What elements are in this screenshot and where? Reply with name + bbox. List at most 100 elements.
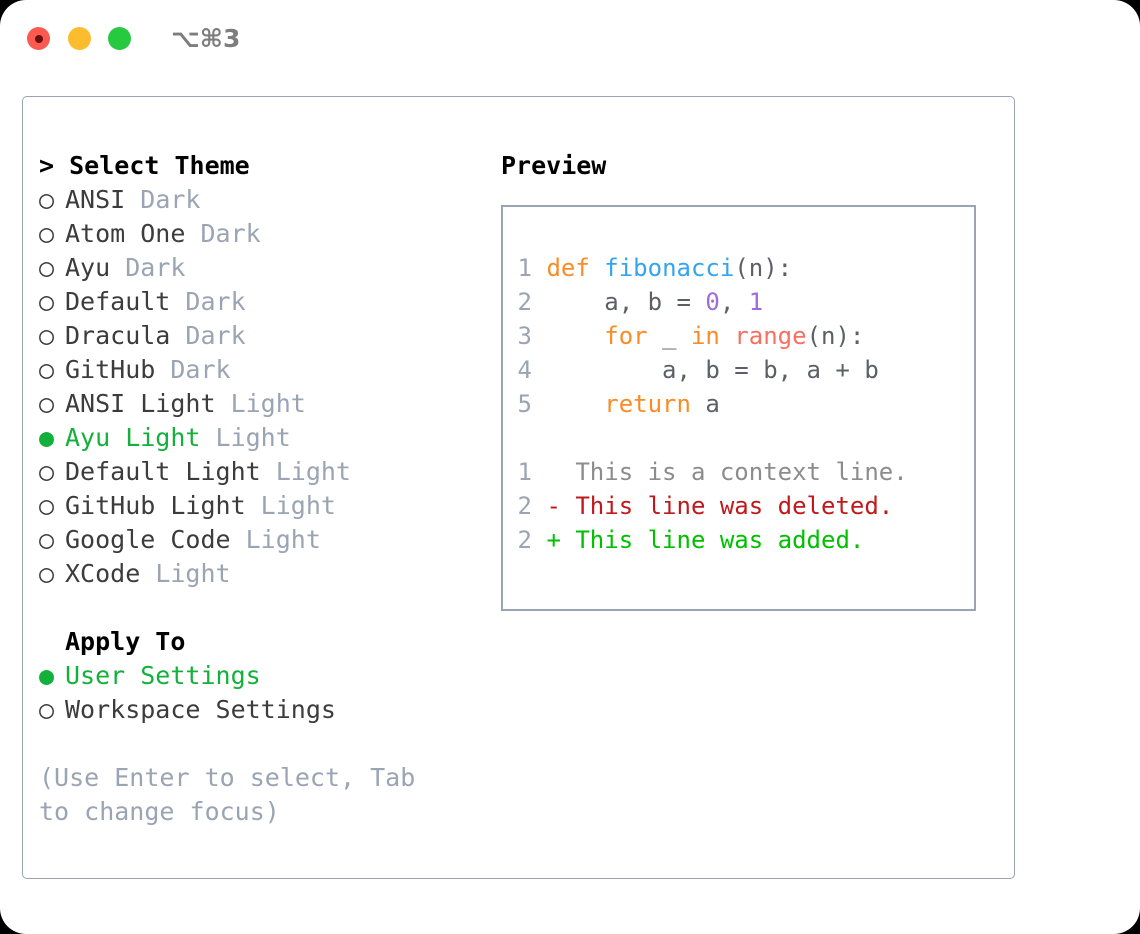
radio-unselected-icon[interactable]: ○ (39, 253, 55, 282)
title-bar: ⌥⌘3 (0, 0, 1140, 78)
line-number: 2 (517, 492, 532, 520)
theme-item[interactable]: ○ ANSI Light Light (39, 387, 479, 421)
select-theme-heading: > Select Theme (39, 149, 479, 183)
apply-to-item[interactable]: ●User Settings (39, 659, 479, 693)
theme-item-kind: Dark (185, 287, 246, 316)
theme-item-label: Ayu (65, 253, 126, 282)
diff-text: This line was deleted. (575, 492, 894, 520)
code-token: a, b = (532, 288, 706, 316)
theme-item-kind: Light (230, 389, 306, 418)
radio-unselected-icon[interactable]: ○ (39, 559, 55, 588)
radio-unselected-icon[interactable]: ○ (39, 219, 55, 248)
diff-line: 2 + This line was added. (517, 523, 908, 557)
theme-item[interactable]: ○Dracula Dark (39, 319, 479, 353)
diff-line: 2 - This line was deleted. (517, 489, 908, 523)
theme-item-label: Atom One (65, 219, 201, 248)
line-number: 1 (517, 254, 532, 282)
radio-unselected-icon[interactable]: ○ (39, 185, 55, 214)
preview-heading: Preview (501, 151, 607, 180)
code-line: 4 a, b = b, a + b (517, 353, 908, 387)
apply-to-heading: Apply To (39, 625, 479, 659)
radio-selected-icon[interactable]: ● (39, 661, 55, 690)
line-number: 3 (517, 322, 532, 350)
radio-unselected-icon[interactable]: ○ (39, 525, 55, 554)
line-number: 5 (517, 390, 532, 418)
diff-text: This is a context line. (575, 458, 908, 486)
code-token: return (604, 390, 691, 418)
diff-line: 1 This is a context line. (517, 455, 908, 489)
radio-unselected-icon[interactable]: ○ (39, 321, 55, 350)
code-line: 5 return a (517, 387, 908, 421)
code-token: in (690, 322, 720, 350)
radio-unselected-icon[interactable]: ○ (39, 457, 55, 486)
prompt-caret-icon: > (39, 151, 70, 180)
code-token: , (719, 288, 749, 316)
theme-item-label: XCode (65, 559, 156, 588)
diff-marker: - (532, 492, 576, 520)
code-token (532, 322, 604, 350)
theme-item-kind: Light (275, 457, 351, 486)
theme-item-label: ANSI Light (65, 389, 231, 418)
diff-text: This line was added. (575, 526, 865, 554)
code-spacer (517, 421, 908, 455)
theme-item-kind: Light (155, 559, 231, 588)
diff-marker: + (532, 526, 576, 554)
code-token: _ (647, 322, 691, 350)
code-token: range (734, 322, 807, 350)
theme-item-kind: Light (260, 491, 336, 520)
theme-item-kind: Dark (170, 355, 231, 384)
theme-item[interactable]: ● Ayu Light Light (39, 421, 479, 455)
code-token: (n): (806, 322, 865, 350)
keyboard-shortcut-label: ⌥⌘3 (171, 24, 241, 53)
theme-item[interactable]: ○ XCode Light (39, 557, 479, 591)
theme-item-label: Default (65, 287, 186, 316)
theme-item[interactable]: ○GitHub Dark (39, 353, 479, 387)
theme-item[interactable]: ○Default Light Light (39, 455, 479, 489)
apply-to-list: ●User Settings○Workspace Settings (39, 659, 479, 727)
line-number: 1 (517, 458, 532, 486)
maximize-icon[interactable] (108, 27, 131, 50)
code-line: 3 for _ in range(n): (517, 319, 908, 353)
radio-unselected-icon[interactable]: ○ (39, 287, 55, 316)
theme-item[interactable]: ○Atom One Dark (39, 217, 479, 251)
code-token: 0 (705, 288, 720, 316)
theme-selector-column: > Select Theme ○ANSI Dark○Atom One Dark○… (39, 149, 479, 829)
line-number: 4 (517, 356, 532, 384)
code-token: a, b = b, a + b (532, 356, 879, 384)
preview-column: Preview 1 def fibonacci(n):2 a, b = 0, 1… (501, 149, 1001, 611)
keyboard-hint: (Use Enter to select, Tab to change focu… (39, 763, 431, 826)
radio-unselected-icon[interactable]: ○ (39, 695, 55, 724)
line-number: 2 (517, 526, 532, 554)
theme-item[interactable]: ○Google Code Light (39, 523, 479, 557)
theme-item[interactable]: ○ANSI Dark (39, 183, 479, 217)
code-token (532, 254, 546, 282)
radio-unselected-icon[interactable]: ○ (39, 491, 55, 520)
theme-list: ○ANSI Dark○Atom One Dark○Ayu Dark○Defaul… (39, 183, 479, 591)
close-icon[interactable] (27, 27, 50, 50)
theme-item-kind: Light (245, 525, 321, 554)
code-token: (n): (734, 254, 793, 282)
apply-to-item[interactable]: ○Workspace Settings (39, 693, 479, 727)
code-token (720, 322, 734, 350)
radio-selected-icon[interactable]: ● (39, 423, 55, 452)
theme-item[interactable]: ○ Default Dark (39, 285, 479, 319)
diff-marker (532, 458, 575, 486)
theme-item-kind: Dark (140, 185, 201, 214)
code-token (532, 390, 604, 418)
main-panel: > Select Theme ○ANSI Dark○Atom One Dark○… (22, 96, 1015, 879)
code-token: for (604, 322, 648, 350)
theme-item[interactable]: ○GitHub Light Light (39, 489, 479, 523)
code-line: 1 def fibonacci(n): (517, 251, 908, 285)
code-token: a (690, 390, 720, 418)
theme-item-kind: Dark (185, 321, 246, 350)
theme-item[interactable]: ○Ayu Dark (39, 251, 479, 285)
theme-item-kind: Light (215, 423, 291, 452)
theme-item-label: Ayu Light (65, 423, 216, 452)
radio-unselected-icon[interactable]: ○ (39, 389, 55, 418)
radio-unselected-icon[interactable]: ○ (39, 355, 55, 384)
minimize-icon[interactable] (68, 27, 91, 50)
code-line: 2 a, b = 0, 1 (517, 285, 908, 319)
